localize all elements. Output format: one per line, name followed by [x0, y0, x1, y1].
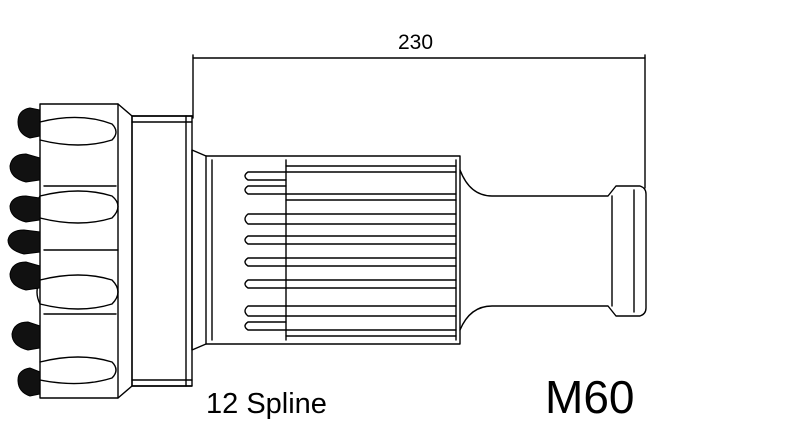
carbide-button	[9, 195, 41, 223]
spline-shank	[191, 149, 461, 351]
model-label: M60	[545, 371, 635, 423]
carbide-buttons	[7, 107, 41, 397]
carbide-button	[9, 261, 41, 291]
carbide-button	[9, 153, 41, 183]
dimension-value: 230	[398, 31, 434, 54]
carbide-button	[7, 229, 41, 255]
head-grooves	[36, 116, 119, 385]
carbide-button	[17, 107, 41, 139]
carbide-button	[17, 367, 41, 397]
spline-label: 12 Spline	[206, 388, 327, 420]
dimension-line	[192, 54, 646, 189]
tail-end	[459, 169, 647, 331]
carbide-button	[11, 321, 41, 351]
bit-head	[39, 103, 193, 399]
